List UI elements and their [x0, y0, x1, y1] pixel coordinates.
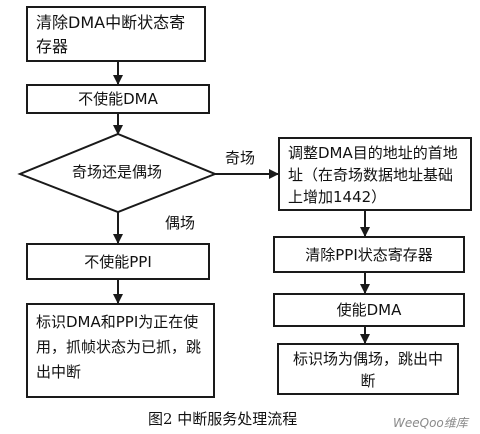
- step-clear-ppi-status: 清除PPI状态寄存器: [273, 236, 465, 273]
- figure-caption: 图2 中断服务处理流程: [148, 410, 298, 428]
- decision-diamond: [17, 132, 218, 214]
- step-disable-dma: 不使能DMA: [26, 84, 210, 114]
- step-enable-dma: 使能DMA: [273, 293, 465, 327]
- edge-label-even: 偶场: [165, 214, 196, 232]
- step-clear-dma-status: 清除DMA中断状态寄存器: [26, 6, 206, 62]
- decision-label: 奇场还是偶场: [71, 163, 162, 181]
- watermark: WeeQoo维库: [393, 416, 468, 430]
- step-disable-ppi: 不使能PPI: [26, 243, 210, 280]
- step-mark-dma-ppi: 标识DMA和PPI为正在使用，抓帧状态为已抓，跳出中断: [26, 303, 215, 398]
- step-mark-even-field: 标识场为偶场，跳出中断: [277, 343, 459, 395]
- edge-label-odd: 奇场: [225, 149, 256, 167]
- step-adjust-dma-address: 调整DMA目的地址的首地址（在奇场数据地址基础上增加1442）: [278, 137, 472, 211]
